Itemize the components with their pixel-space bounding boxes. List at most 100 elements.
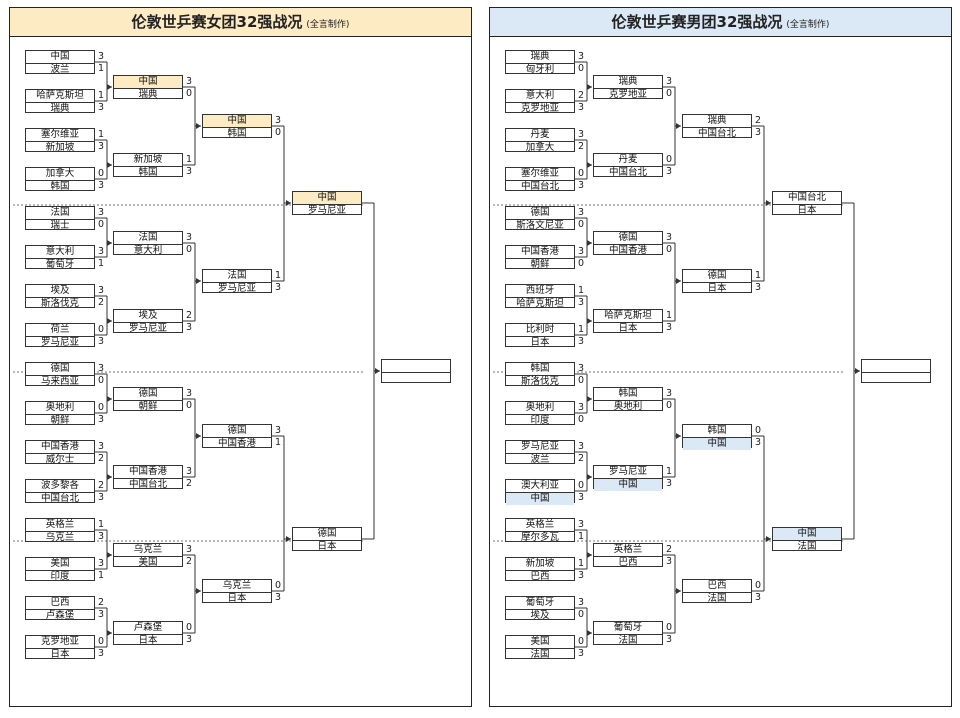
team-score: 0 — [275, 580, 282, 591]
team-score — [454, 360, 464, 371]
team-name: 意大利 — [45, 246, 75, 257]
team-name: 罗马尼亚 — [520, 441, 559, 452]
women-sf-match: 德国日本 — [292, 527, 362, 552]
team-name: 日本 — [506, 336, 574, 349]
team-score: 1 — [578, 285, 585, 296]
team-score: 0 — [666, 88, 673, 99]
team-name: 中国 — [203, 115, 271, 127]
team-score: 3 — [578, 207, 585, 218]
team-name: 日本 — [203, 592, 271, 605]
team-name: 德国 — [138, 388, 158, 399]
team-name: 法国 — [594, 634, 662, 647]
team-score: 3 — [98, 363, 105, 374]
team-score: 3 — [666, 478, 673, 489]
team-score: 3 — [666, 232, 673, 243]
arrow-icon — [587, 396, 592, 402]
team-name: 匈牙利 — [506, 63, 574, 76]
arrow-icon — [676, 278, 681, 284]
team-score: 0 — [98, 375, 105, 386]
team-score: 0 — [666, 622, 673, 633]
arrow-icon — [107, 474, 112, 480]
team-name: 德国 — [707, 270, 727, 281]
arrow-icon — [587, 318, 592, 324]
women-title-text: 伦敦世乒赛女团32强战况 — [131, 13, 303, 31]
team-score: 3 — [755, 437, 762, 448]
arrow-icon — [587, 240, 592, 246]
team-score: 3 — [755, 592, 762, 603]
team-score: 0 — [578, 219, 585, 230]
team-name: 法国 — [506, 648, 574, 661]
team-name: 瑞典 — [707, 115, 727, 126]
team-score: 0 — [578, 63, 585, 74]
team-score: 3 — [666, 556, 673, 567]
team-name: 奥地利 — [525, 402, 555, 413]
team-name: 埃及 — [50, 285, 70, 296]
team-score: 2 — [98, 453, 105, 464]
team-name: 韩国 — [203, 127, 271, 140]
team-score: 3 — [98, 441, 105, 452]
team-score: 2 — [98, 297, 105, 308]
team-name — [382, 372, 450, 384]
team-name: 斯洛文尼亚 — [506, 219, 574, 232]
team-name: 罗马尼亚 — [293, 204, 361, 217]
arrow-icon — [855, 368, 860, 374]
arrow-icon — [587, 84, 592, 90]
team-name: 日本 — [114, 634, 182, 647]
team-name: 日本 — [773, 204, 841, 217]
team-name: 中国台北 — [506, 180, 574, 193]
team-name: 韩国 — [618, 388, 638, 399]
team-name: 克罗地亚 — [40, 636, 79, 647]
team-name: 卢森堡 — [133, 622, 163, 633]
arrow-icon — [107, 162, 112, 168]
team-score: 3 — [186, 466, 193, 477]
team-name: 斯洛伐克 — [26, 297, 94, 310]
team-name: 美国 — [114, 556, 182, 569]
team-score — [934, 360, 944, 371]
team-name: 英格兰 — [45, 519, 75, 530]
team-name: 德国 — [317, 528, 337, 539]
team-name: 印度 — [506, 414, 574, 427]
team-score: 0 — [578, 636, 585, 647]
arrow-icon — [676, 588, 681, 594]
team-name — [862, 372, 930, 384]
team-score: 2 — [98, 597, 105, 608]
team-name: 中国 — [50, 51, 70, 62]
team-score: 2 — [186, 478, 193, 489]
team-score: 1 — [578, 324, 585, 335]
team-score — [845, 192, 855, 203]
women-final-match — [381, 359, 451, 383]
team-name: 韩国 — [707, 425, 727, 436]
team-name: 法国 — [227, 270, 247, 281]
team-score: 3 — [98, 285, 105, 296]
team-score — [454, 372, 464, 383]
team-name: 中国 — [594, 478, 662, 491]
team-score: 3 — [578, 246, 585, 257]
team-score: 2 — [578, 453, 585, 464]
team-name: 罗马尼亚 — [114, 322, 182, 335]
team-name: 中国台北 — [26, 492, 94, 505]
team-name: 巴西 — [50, 597, 70, 608]
men-sf-match: 中国台北日本 — [772, 191, 842, 217]
team-name: 日本 — [26, 648, 94, 661]
team-score: 2 — [98, 480, 105, 491]
